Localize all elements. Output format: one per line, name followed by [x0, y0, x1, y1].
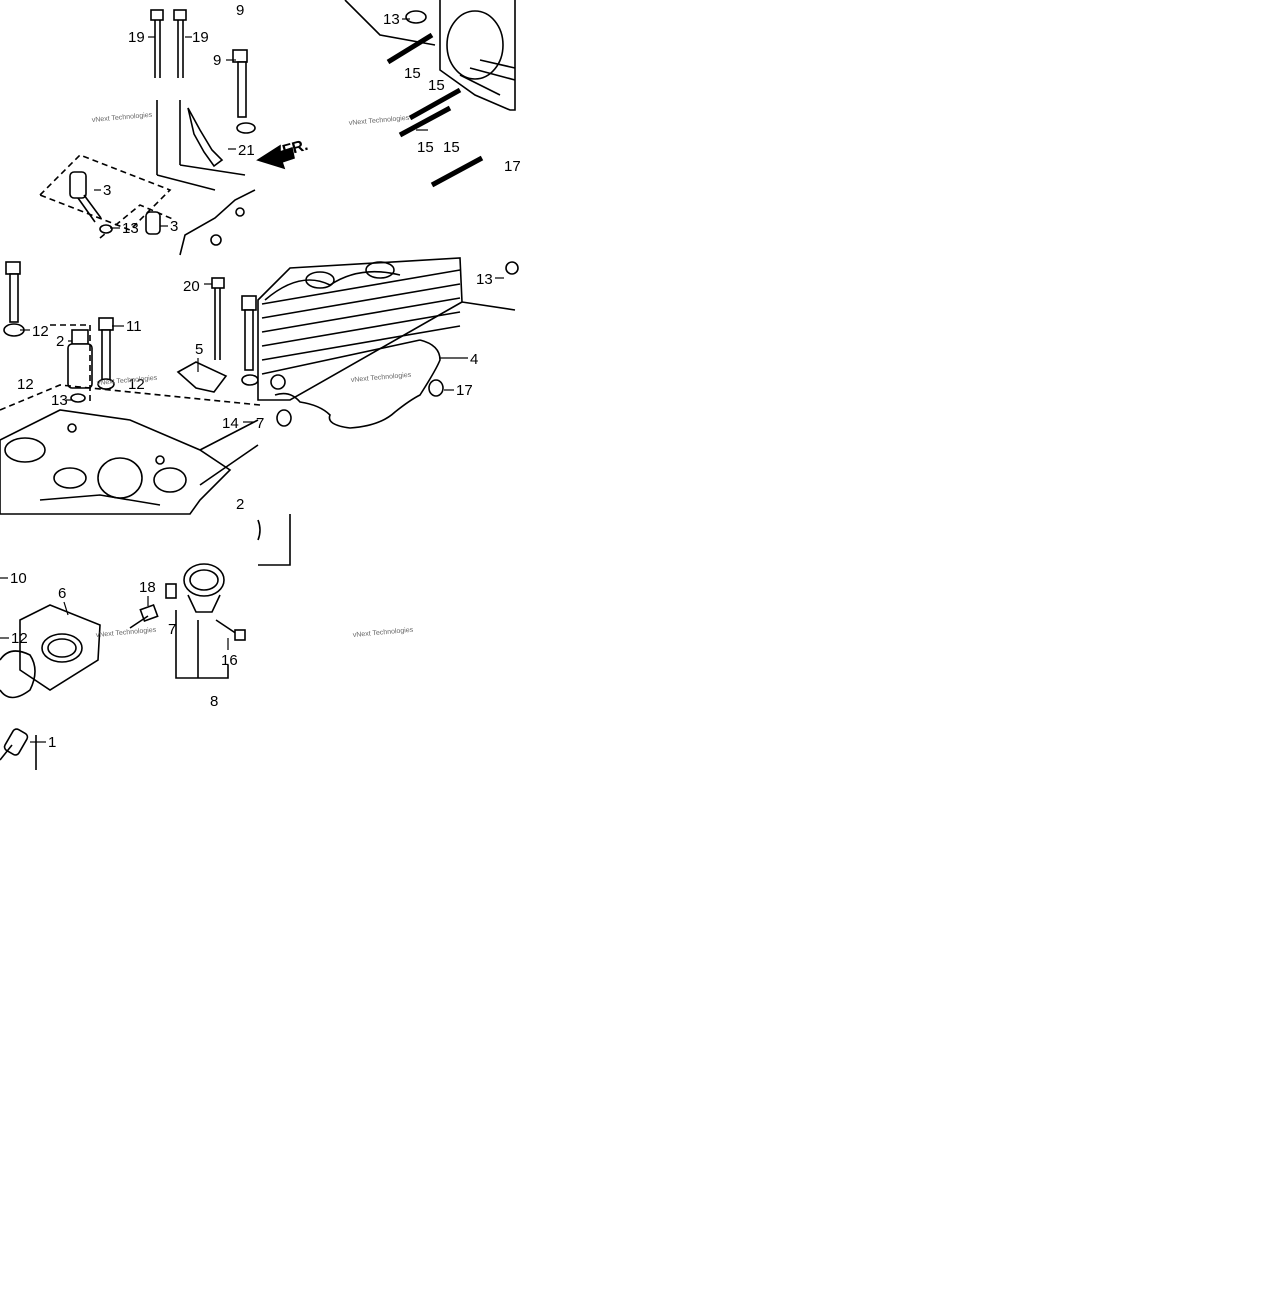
- callout-19: 19: [192, 29, 209, 46]
- callout-6: 6: [58, 585, 66, 602]
- callout-15: 15: [443, 139, 460, 156]
- callout-2: 2: [56, 333, 64, 350]
- gasket-4: [274, 339, 441, 429]
- part-2: [71, 329, 89, 345]
- callout-17: 17: [456, 382, 473, 399]
- callout-3: 3: [170, 218, 178, 235]
- callout-12: 12: [11, 630, 28, 647]
- callout-4: 4: [470, 351, 478, 368]
- callout-9: 9: [213, 52, 221, 69]
- part-3: [69, 171, 87, 199]
- callout-11: 11: [126, 318, 142, 335]
- callout-7: 7: [256, 415, 264, 432]
- tile-top-left: [38, 9, 295, 256]
- dowel-14: [276, 409, 292, 427]
- bracket-5: [176, 361, 228, 393]
- callout-2: 2: [236, 496, 244, 513]
- tile-top-right: [344, 0, 516, 188]
- callout-21: 21: [238, 142, 255, 159]
- spark-plug-21: [187, 107, 224, 168]
- callout-20: 20: [183, 278, 200, 295]
- part-1: [3, 728, 29, 756]
- tile-middle-right: [257, 257, 519, 566]
- callout-12: 12: [17, 376, 34, 393]
- callout-13: 13: [51, 392, 68, 409]
- callout-12: 12: [128, 376, 145, 393]
- callout-13: 13: [122, 220, 139, 237]
- front-marker: FR.: [281, 137, 310, 160]
- callout-13: 13: [476, 271, 493, 288]
- front-arrow-icon: [256, 144, 295, 170]
- callout-14: 14: [222, 415, 239, 432]
- dowel-17: [428, 379, 444, 397]
- o-ring: [0, 650, 36, 699]
- callout-19: 19: [128, 29, 145, 46]
- callout-7: 7: [168, 621, 176, 638]
- callout-16: 16: [221, 652, 238, 669]
- clamp-8: [183, 563, 225, 597]
- callout-labels: 19 19 9 9 21 FR. 3 3 13 13 15 15 15 15 1…: [10, 2, 521, 751]
- callout-leaders: [0, 18, 504, 743]
- callout-17: 17: [504, 158, 521, 175]
- bolt-19-head-right: [173, 9, 187, 21]
- callout-1: 1: [48, 734, 56, 751]
- callout-8: 8: [210, 693, 218, 710]
- cylinder-head: [0, 409, 232, 515]
- washer-13: [405, 10, 427, 24]
- bolt-18: [139, 603, 159, 623]
- washer: [236, 122, 256, 134]
- callout-9: 9: [236, 2, 244, 19]
- insulator-6: [19, 604, 101, 691]
- tile-middle-left: [0, 261, 261, 515]
- callout-15: 15: [428, 77, 445, 94]
- callout-10: 10: [10, 570, 27, 587]
- callout-5: 5: [195, 341, 203, 358]
- callout-18: 18: [139, 579, 156, 596]
- callout-15: 15: [417, 139, 434, 156]
- callout-15: 15: [404, 65, 421, 82]
- tile-bottom-left: [0, 563, 246, 770]
- callout-13: 13: [383, 11, 400, 28]
- bolt-19-head-left: [150, 9, 164, 21]
- callout-3: 3: [103, 182, 111, 199]
- callout-12: 12: [32, 323, 49, 340]
